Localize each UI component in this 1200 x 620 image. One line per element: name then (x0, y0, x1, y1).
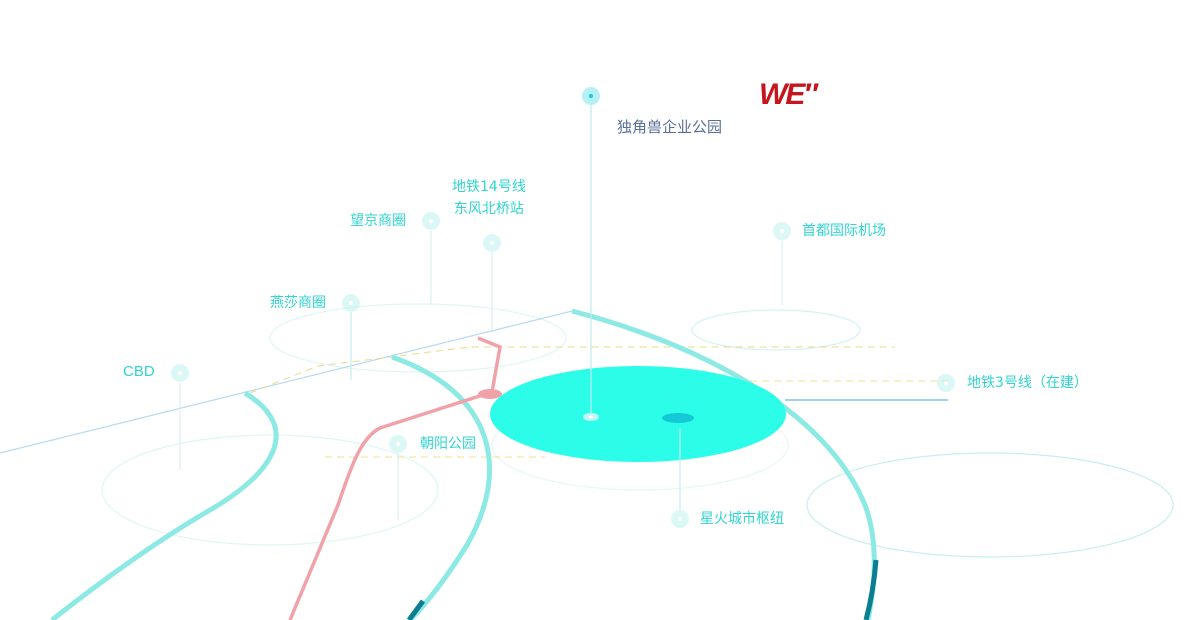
hub-disc (490, 366, 786, 462)
subway14-station-name: 东风北桥站 (453, 201, 524, 217)
subway3-pin-icon[interactable] (937, 374, 955, 392)
subway-station-dongfengbeiqiao (478, 389, 502, 399)
xinghuo-label: 星火城市枢纽 (700, 511, 784, 527)
xinghuo-pin-icon[interactable] (671, 510, 689, 528)
airport-label: 首都国际机场 (802, 223, 886, 239)
hq-base-dot (588, 415, 594, 419)
zone-ring-airport (691, 309, 861, 351)
chaoyang-park-label: 朝阳公园 (420, 436, 476, 452)
subway14-line-name: 地铁14号线 (452, 179, 526, 195)
road-ring-east-dark (863, 559, 879, 620)
zone-ring-east (806, 452, 1174, 558)
chaoyang-park-pin-icon[interactable] (389, 435, 407, 453)
subway14-label: 地铁14号线 东风北桥站 (452, 176, 526, 220)
road-ring-west (50, 390, 279, 620)
road-ring-middle-dark (406, 599, 426, 620)
yansha-pin-icon[interactable] (342, 294, 360, 312)
yansha-label: 燕莎商圈 (270, 295, 326, 311)
xinghuo-hub-marker (662, 413, 694, 423)
road-ring-east (571, 308, 877, 620)
wangjing-pin-icon[interactable] (422, 212, 440, 230)
hq-pin-icon[interactable] (582, 87, 600, 105)
wangjing-label: 望京商圈 (350, 213, 406, 229)
subway3-label: 地铁3号线（在建） (967, 375, 1088, 391)
hq-label: 独角兽企业公园 (617, 118, 723, 136)
cbd-pin-icon[interactable] (171, 364, 189, 382)
zone-ring-cbd (101, 434, 439, 546)
airport-pin-icon[interactable] (773, 222, 791, 240)
road-ring-middle (391, 354, 493, 620)
we-logo: WE″ (759, 78, 818, 111)
cbd-label: CBD (123, 363, 155, 380)
zone-ring-yansha (269, 303, 567, 373)
subway14-pin-icon[interactable] (483, 234, 501, 252)
subway-line-14 (288, 336, 502, 620)
